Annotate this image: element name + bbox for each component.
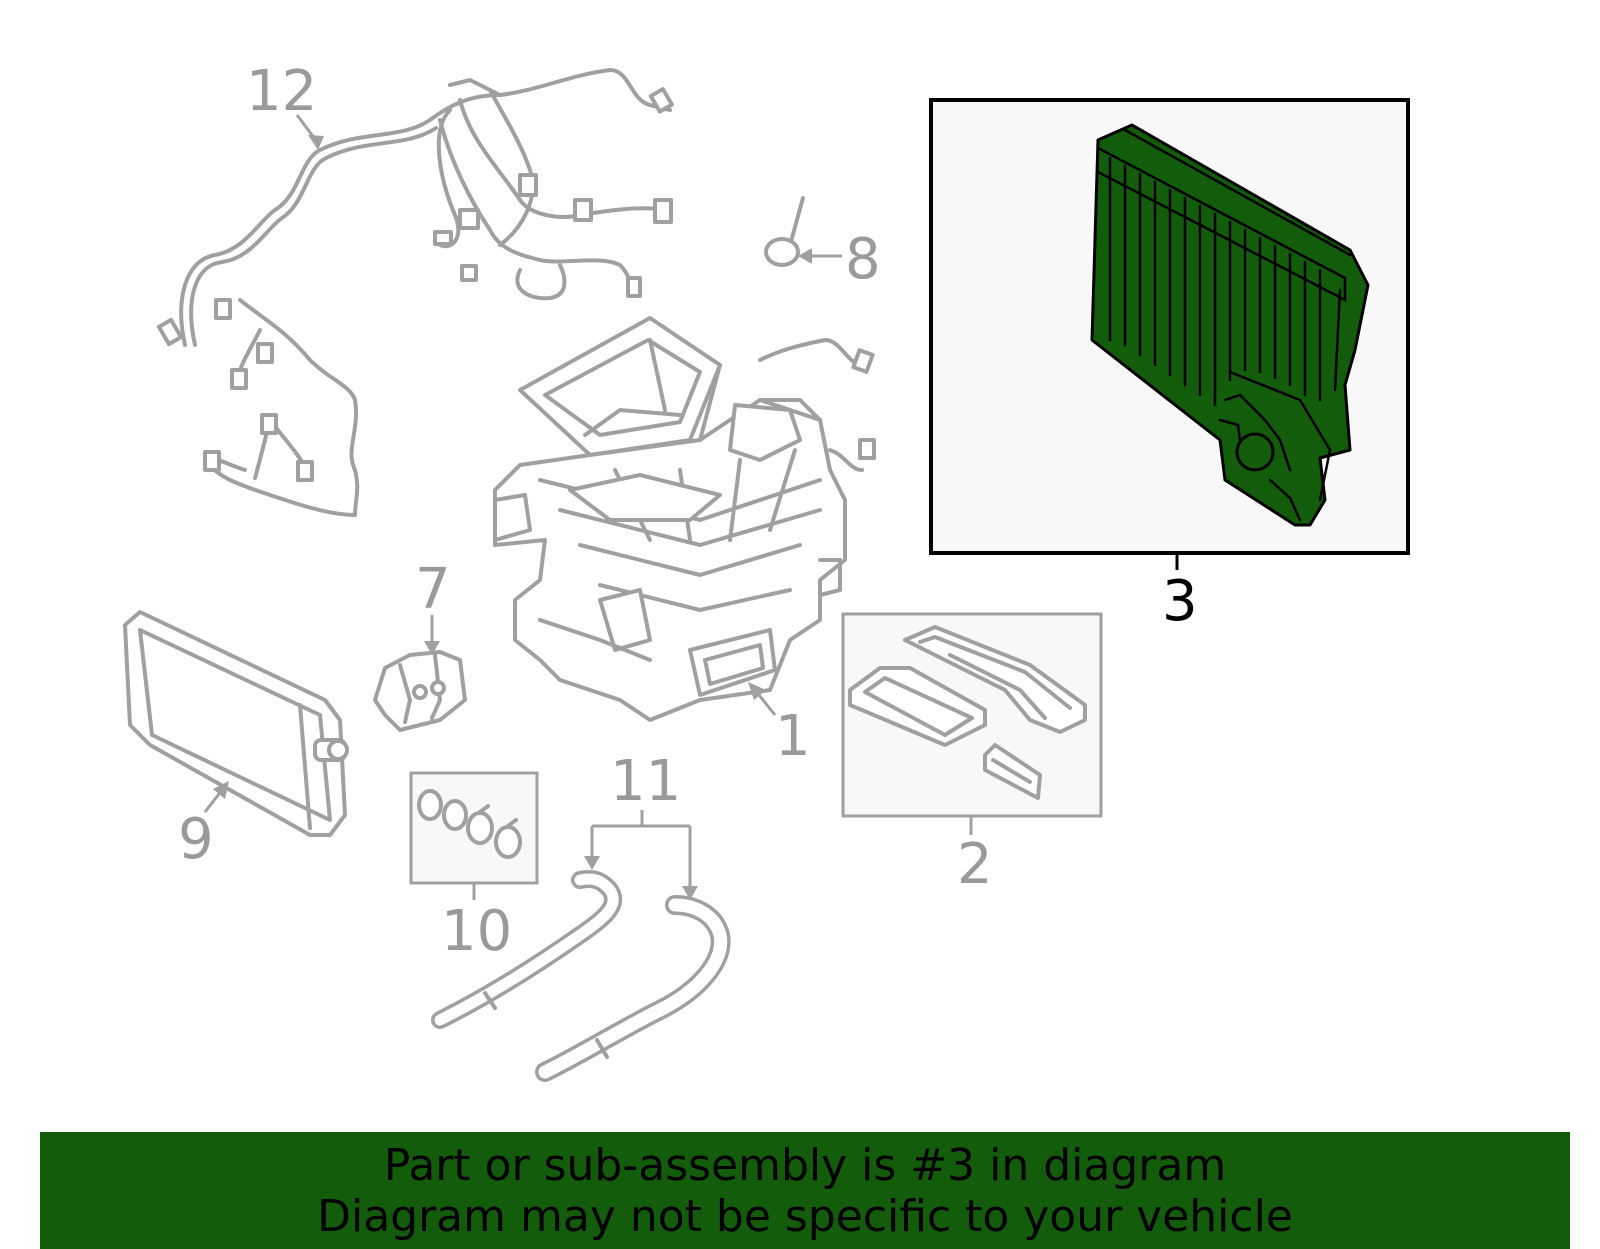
- callout-label-11: 11: [610, 749, 681, 814]
- callout-1: 1: [748, 682, 811, 769]
- callout-12: 12: [246, 59, 324, 150]
- actuator-part-7[interactable]: [373, 650, 467, 732]
- duct-seals-part-2[interactable]: [841, 612, 1103, 818]
- hvac-case-part-1[interactable]: [493, 316, 876, 722]
- clip-part-8[interactable]: [764, 196, 805, 267]
- heater-hoses-part-11[interactable]: [431, 870, 731, 1082]
- callout-label-3: 3: [1162, 569, 1198, 634]
- callout-label-10: 10: [441, 899, 512, 964]
- callout-label-7: 7: [415, 557, 451, 622]
- callout-9: 9: [178, 781, 229, 872]
- callout-10: 10: [441, 883, 512, 964]
- callout-label-12: 12: [246, 59, 317, 124]
- heater-core-part-9[interactable]: [123, 610, 349, 837]
- info-banner: Part or sub-assembly is #3 in diagram Di…: [40, 1132, 1570, 1249]
- callout-8: 8: [798, 227, 881, 292]
- callout-label-2: 2: [957, 832, 993, 897]
- banner-line-2: Diagram may not be specific to your vehi…: [317, 1191, 1293, 1242]
- callout-label-9: 9: [178, 807, 214, 872]
- wiring-harness-part-12[interactable]: [156, 68, 674, 517]
- callout-11: 11: [584, 749, 698, 900]
- banner-line-1: Part or sub-assembly is #3 in diagram: [383, 1140, 1227, 1191]
- callout-2: 2: [957, 816, 993, 897]
- parts-diagram: 12 8: [123, 59, 1410, 1082]
- evaporator-inset-part-3[interactable]: [929, 98, 1410, 555]
- callout-7: 7: [415, 557, 451, 655]
- callout-label-8: 8: [845, 227, 881, 292]
- callout-3: 3: [1162, 553, 1198, 634]
- seal-kit-part-10[interactable]: [409, 771, 539, 885]
- callout-label-1: 1: [775, 704, 811, 769]
